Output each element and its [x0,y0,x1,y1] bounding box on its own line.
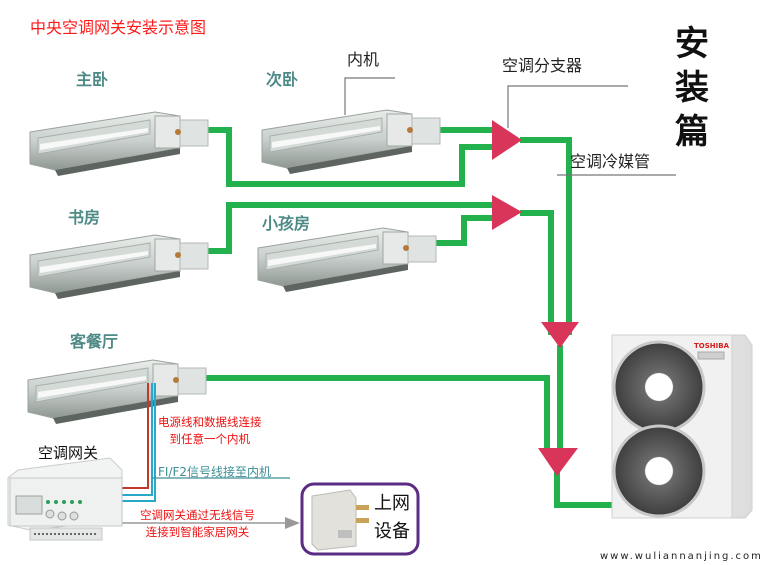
gateway-screen [15,495,43,515]
branch-joint-3 [541,322,579,348]
diagram-title: 中央空调网关安装示意图 [30,18,207,37]
pipe-master-bedroom [172,127,496,187]
fan-grill-top [612,340,706,434]
note-line: 连接到智能家居网关 [145,525,250,539]
outdoor-brand-logo: TOSHIBA [694,342,729,350]
callout-indoor-unit: 内机 [347,50,380,69]
branch-joint-2 [492,195,522,230]
gateway-button-1 [45,509,55,519]
room-label-master-bedroom: 主卧 [76,70,109,89]
branch-joint-1 [492,120,522,160]
note-power-data-line: 电源线和数据线连接 到任意一个内机 [158,414,262,448]
leader-indoor-unit [344,77,395,115]
indoor-unit-second-bedroom [261,109,441,175]
note-line: 空调网关通过无线信号 [140,508,255,522]
data-line-1 [122,383,153,496]
pipe-branch2-out [520,210,554,335]
outdoor-unit [611,334,753,519]
branch-joint-4 [538,448,578,476]
fan-grill-bottom [612,424,706,518]
side-title: 安 装 篇 [672,22,712,154]
pipe-to-outdoor [554,470,612,508]
network-device [300,482,420,556]
wireless-arrow [118,517,300,529]
callout-refrigerant-pipe: 空调冷媒管 [570,152,651,171]
indoor-unit-master-bedroom [29,111,209,177]
note-line: 电源线和数据线连接 [158,415,262,429]
branch-joints [492,120,579,476]
pipe-branch1-out [520,137,572,335]
network-device-label: 上网 设备 [374,490,410,546]
gateway-device [7,457,123,541]
callout-lines [344,77,676,176]
room-label-living-dining: 客餐厅 [70,332,119,351]
note-signal-line: FI/F2信号线接至内机 [158,465,272,479]
callout-branch: 空调分支器 [502,56,583,75]
network-device-line: 设备 [374,521,410,542]
power-line [122,383,149,489]
note-line: 到任意一个内机 [169,432,251,446]
indoor-unit-study [29,234,209,300]
pipe-living [190,375,550,455]
room-label-kids-room: 小孩房 [262,214,311,233]
gateway-button-3 [69,511,79,521]
gateway-button-2 [57,511,67,521]
side-title-char: 装 [675,68,709,108]
watermark: www.wuliannanjing.com [600,551,762,562]
control-lines [122,383,290,502]
room-label-second-bedroom: 次卧 [266,70,299,89]
note-wireless: 空调网关通过无线信号 连接到智能家居网关 [140,507,255,541]
gateway-label: 空调网关 [38,444,99,462]
network-device-line: 上网 [374,493,410,514]
side-title-char: 篇 [675,112,709,152]
data-line-2 [122,383,156,502]
room-label-study: 书房 [68,208,101,227]
side-title-char: 安 [675,24,709,64]
leader-branch [507,85,628,128]
indoor-unit-kids-room [257,227,437,293]
pipe-main-trunk [555,345,563,458]
